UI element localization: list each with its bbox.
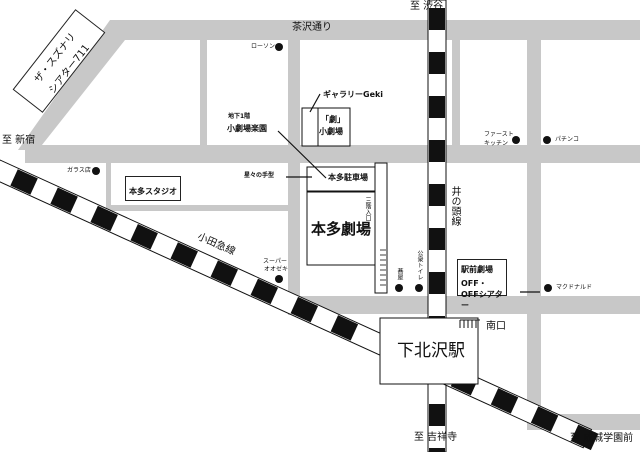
geki-theater-building bbox=[317, 107, 351, 147]
direction-seijogakuenmae: 至 成城学園前 bbox=[570, 433, 634, 444]
off-off-theater-label: OFF・OFFシアター bbox=[461, 279, 503, 310]
glass-shop-label: ガラス店 bbox=[67, 167, 91, 174]
honda-studio-box: 本多スタジオ bbox=[125, 176, 181, 201]
leader-lines bbox=[277, 93, 540, 293]
honda-studio-label: 本多スタジオ bbox=[129, 187, 177, 196]
road-h-205 bbox=[106, 205, 296, 211]
rail-tie bbox=[429, 140, 445, 162]
landmark-markers bbox=[92, 43, 552, 292]
road-v-200 bbox=[200, 40, 207, 145]
road-v-455 bbox=[452, 40, 460, 145]
ekimae-theater-label: 駅前劇場 bbox=[461, 265, 493, 274]
honda-theater-annex bbox=[374, 162, 388, 294]
geki-theater-label-2: 小劇場 bbox=[319, 127, 343, 136]
rail-tie bbox=[429, 272, 445, 294]
pachinko-label: パチンコ bbox=[555, 136, 580, 143]
rail-tie bbox=[429, 184, 445, 206]
shimokitazawa-station-building bbox=[379, 317, 479, 385]
public-toilet-label: 公衆トイレ bbox=[416, 250, 423, 280]
rail-tie bbox=[250, 278, 279, 305]
geki-theater-label-1: 「劇」 bbox=[321, 115, 345, 124]
rail-tie bbox=[90, 205, 118, 232]
stairs-icon bbox=[380, 249, 386, 286]
rail-tie bbox=[490, 388, 519, 414]
first-kitchen-marker-icon bbox=[512, 136, 520, 144]
street-chazawa-dori: 茶沢通り bbox=[292, 22, 332, 33]
road-h-300 bbox=[288, 296, 640, 314]
soba-label: 蕎屋 bbox=[396, 268, 403, 280]
south-exit-label: 南口 bbox=[486, 321, 506, 332]
road-chazawa-dori bbox=[110, 20, 640, 40]
rakuen-theater-label: 小劇場楽園 bbox=[227, 124, 267, 133]
honda-parking-label: 本多駐車場 bbox=[328, 173, 368, 182]
rail-tie bbox=[429, 404, 445, 426]
rail-tie bbox=[170, 242, 198, 268]
handprints-label: 星々の手型 bbox=[244, 172, 275, 179]
inokashira-line-label: 井の頭線 bbox=[449, 186, 460, 226]
rail-tie bbox=[50, 187, 78, 213]
honda-theater-label: 本多劇場 bbox=[311, 220, 372, 238]
first-kitchen-label-1: ファースト bbox=[484, 131, 514, 138]
direction-kichijoji: 至 吉祥寺 bbox=[414, 432, 458, 443]
station-name: 下北沢駅 bbox=[397, 341, 465, 361]
rail-tie bbox=[429, 8, 445, 30]
road-v-107 bbox=[106, 163, 111, 211]
rail-tie bbox=[130, 223, 158, 250]
mcdonalds-marker-icon bbox=[544, 284, 552, 292]
south-exit-stairs-icon bbox=[459, 319, 480, 328]
glass-shop-marker-icon bbox=[92, 167, 100, 175]
mcdonalds-label: マクドナルド bbox=[556, 284, 593, 291]
road-middle-horizontal bbox=[25, 145, 640, 163]
rail-tie bbox=[210, 260, 238, 286]
toilet-marker-icon bbox=[415, 284, 423, 292]
ekimae-theater-box: 駅前劇場 OFF・OFFシアター bbox=[457, 259, 507, 310]
rakuen-floor-label: 地下1階 bbox=[228, 113, 251, 120]
soba-marker-icon bbox=[395, 284, 403, 292]
rail-tie bbox=[530, 406, 559, 432]
rail-tie bbox=[429, 448, 445, 452]
lawson-marker-icon bbox=[275, 43, 283, 51]
supermarket-label-1: スーパー bbox=[263, 258, 287, 265]
supermarket-label-2: オオゼキ bbox=[264, 266, 289, 273]
rail-tie bbox=[570, 424, 599, 451]
gallery-geki-building bbox=[301, 107, 319, 147]
rail-tie bbox=[10, 169, 38, 195]
pachinko-marker-icon bbox=[543, 136, 551, 144]
direction-shinjuku: 至 新宿 bbox=[2, 135, 36, 146]
supermarket-marker-icon bbox=[275, 275, 283, 283]
honda-theater-building bbox=[306, 191, 376, 266]
rail-tie bbox=[429, 96, 445, 118]
rail-tie bbox=[290, 296, 319, 323]
first-kitchen-label-2: キッチン bbox=[484, 140, 509, 147]
gallery-geki-label: ギャラリーGeki bbox=[323, 90, 384, 99]
direction-shibuya: 至 渋谷 bbox=[410, 1, 444, 12]
rail-tie bbox=[429, 52, 445, 74]
rail-tie bbox=[330, 315, 359, 341]
lawson-label: ローソン bbox=[251, 43, 276, 50]
entrance-label: 三階入口 bbox=[364, 197, 371, 221]
rail-tie bbox=[429, 228, 445, 250]
road-v-530 bbox=[527, 40, 541, 425]
